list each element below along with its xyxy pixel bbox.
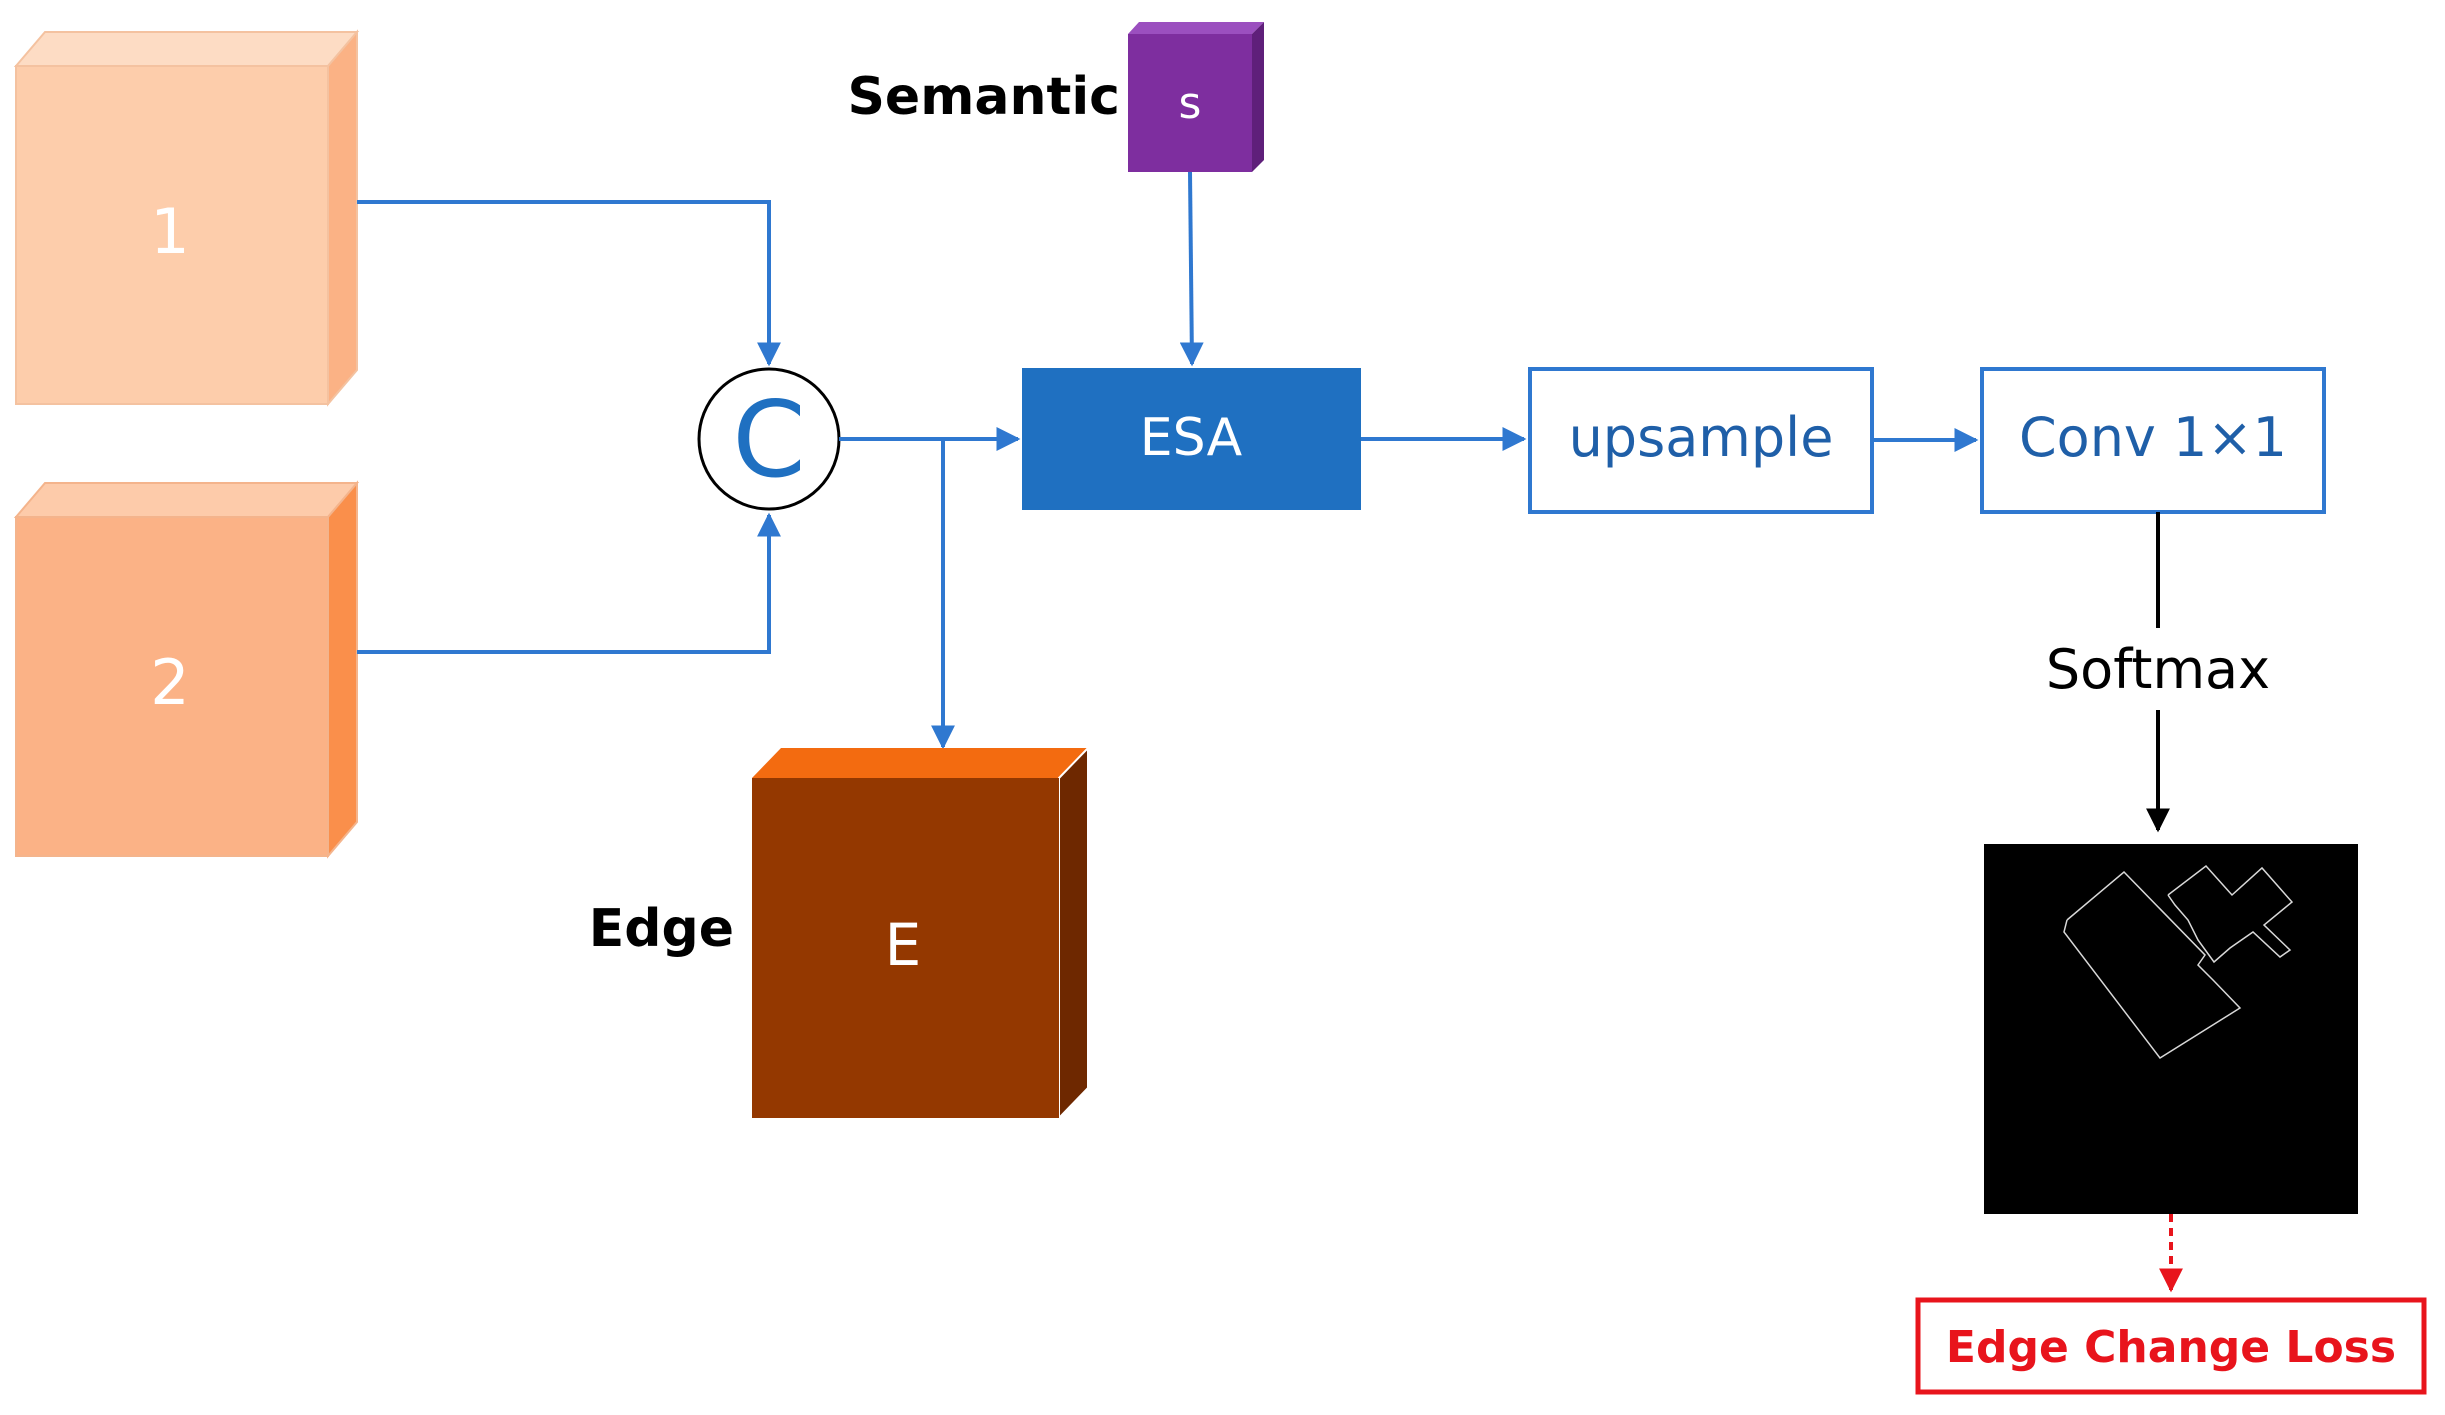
- edge-change-loss-block: Edge Change Loss: [1915, 1297, 2427, 1395]
- cube-2-top: [13, 482, 360, 518]
- arrow-semantic-to-esa: [1179, 171, 1204, 367]
- concat-label: C: [732, 379, 805, 501]
- edge-symbol: E: [885, 911, 922, 979]
- arrow-cube2-to-concat: [357, 512, 781, 654]
- edge-label: Edge: [589, 899, 734, 959]
- cube-1-side: [327, 29, 358, 407]
- cube-2-label: 2: [150, 646, 189, 719]
- semantic-cube-front: [1128, 34, 1252, 172]
- input-cube-2: 2: [13, 480, 360, 859]
- cube-1-front: [15, 65, 329, 405]
- concat-node: C: [697, 367, 841, 511]
- conv-label: Conv 1×1: [2019, 406, 2287, 469]
- cube-2-front: [15, 516, 329, 857]
- semantic-cube-top: [1128, 22, 1264, 34]
- cube-1-label: 1: [150, 195, 189, 268]
- upsample-label: upsample: [1569, 406, 1834, 469]
- semantic-block: Semantic s: [847, 22, 1264, 172]
- esa-box: [1022, 368, 1361, 510]
- semantic-cube-side: [1252, 22, 1264, 172]
- edge-cube-side: [1058, 745, 1089, 1121]
- edge-map-building-outline-2: [2167, 864, 2294, 964]
- edge-map-building-outline-1: [2063, 870, 2242, 1059]
- edge-change-loss-box: [1915, 1297, 2427, 1395]
- semantic-label: Semantic: [847, 67, 1120, 127]
- upsample-block: upsample: [1528, 367, 1874, 514]
- cube-1-top: [13, 31, 360, 67]
- esa-label: ESA: [1140, 408, 1243, 468]
- arrow-cube1-to-concat: [357, 200, 781, 367]
- edge-change-loss-label: Edge Change Loss: [1946, 1322, 2396, 1373]
- softmax-label: Softmax: [2046, 638, 2270, 701]
- edge-map-background: [1984, 844, 2358, 1214]
- upsample-box: [1528, 367, 1874, 514]
- semantic-symbol: s: [1179, 78, 1202, 129]
- edge-cube-top: [752, 748, 1088, 778]
- input-cube-1: 1: [13, 29, 360, 407]
- conv-box: [1980, 367, 2326, 514]
- edge-cube-front: [752, 778, 1059, 1118]
- edge-map-image: [1984, 844, 2358, 1214]
- edge-block: Edge E: [589, 745, 1089, 1121]
- esa-block: ESA: [1022, 368, 1361, 510]
- conv-block: Conv 1×1: [1980, 367, 2326, 514]
- cube-2-side: [327, 480, 358, 859]
